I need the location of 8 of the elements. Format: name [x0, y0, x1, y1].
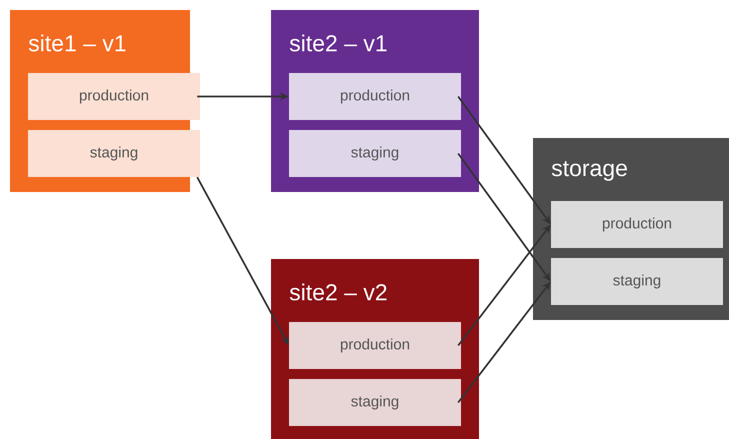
item-box: staging: [551, 258, 723, 305]
item-box: staging: [289, 130, 461, 177]
item-box: production: [289, 322, 461, 369]
item-box: staging: [28, 130, 200, 177]
item-box: production: [551, 201, 723, 248]
item-box: production: [28, 73, 200, 120]
item-box: production: [289, 73, 461, 120]
item-box: staging: [289, 379, 461, 426]
